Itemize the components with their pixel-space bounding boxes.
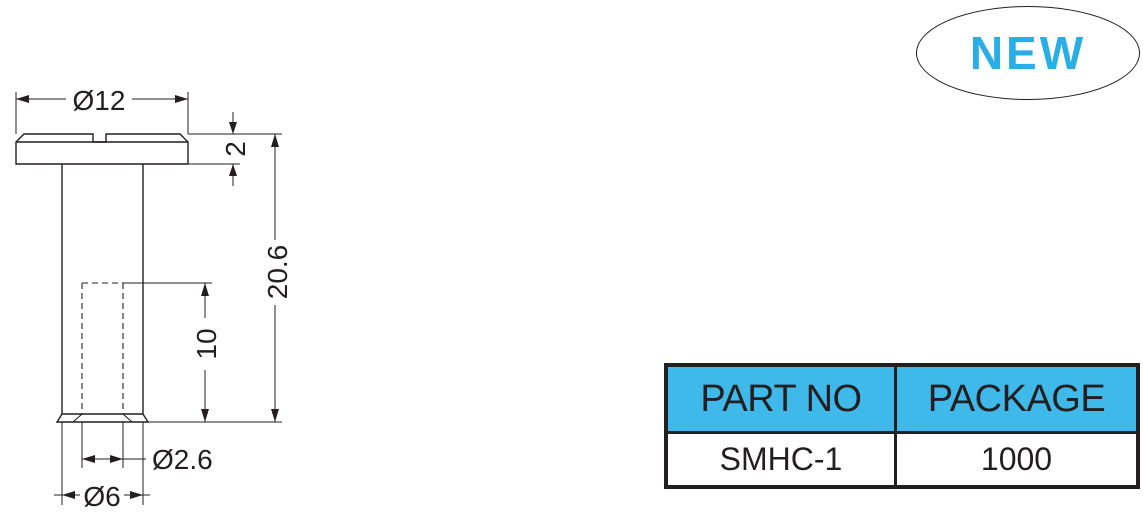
- bore-countersink: [72, 413, 133, 423]
- new-badge: NEW: [916, 6, 1140, 100]
- table-row: SMHC-1 1000: [664, 431, 1140, 489]
- screw-head-outline: [15, 133, 189, 165]
- dim-overall-length: 20.6: [262, 245, 293, 300]
- dim-head-height: 2: [220, 141, 251, 157]
- table-header-row: PART NO PACKAGE: [664, 363, 1140, 434]
- header-package: PACKAGE: [894, 363, 1140, 434]
- dim-thread-depth: 10: [191, 328, 222, 359]
- dim-head-diameter: Ø12: [73, 85, 126, 116]
- dim-bore-diameter: Ø2.6: [152, 444, 213, 475]
- new-badge-label: NEW: [969, 27, 1087, 79]
- dim-shank-diameter: Ø6: [83, 481, 120, 512]
- part-table: PART NO PACKAGE SMHC-1 1000: [664, 363, 1140, 489]
- header-part-no: PART NO: [664, 363, 897, 434]
- cell-package: 1000: [894, 431, 1140, 489]
- cell-part-no: SMHC-1: [664, 431, 897, 489]
- shank-bottom-chamfer: [55, 413, 150, 423]
